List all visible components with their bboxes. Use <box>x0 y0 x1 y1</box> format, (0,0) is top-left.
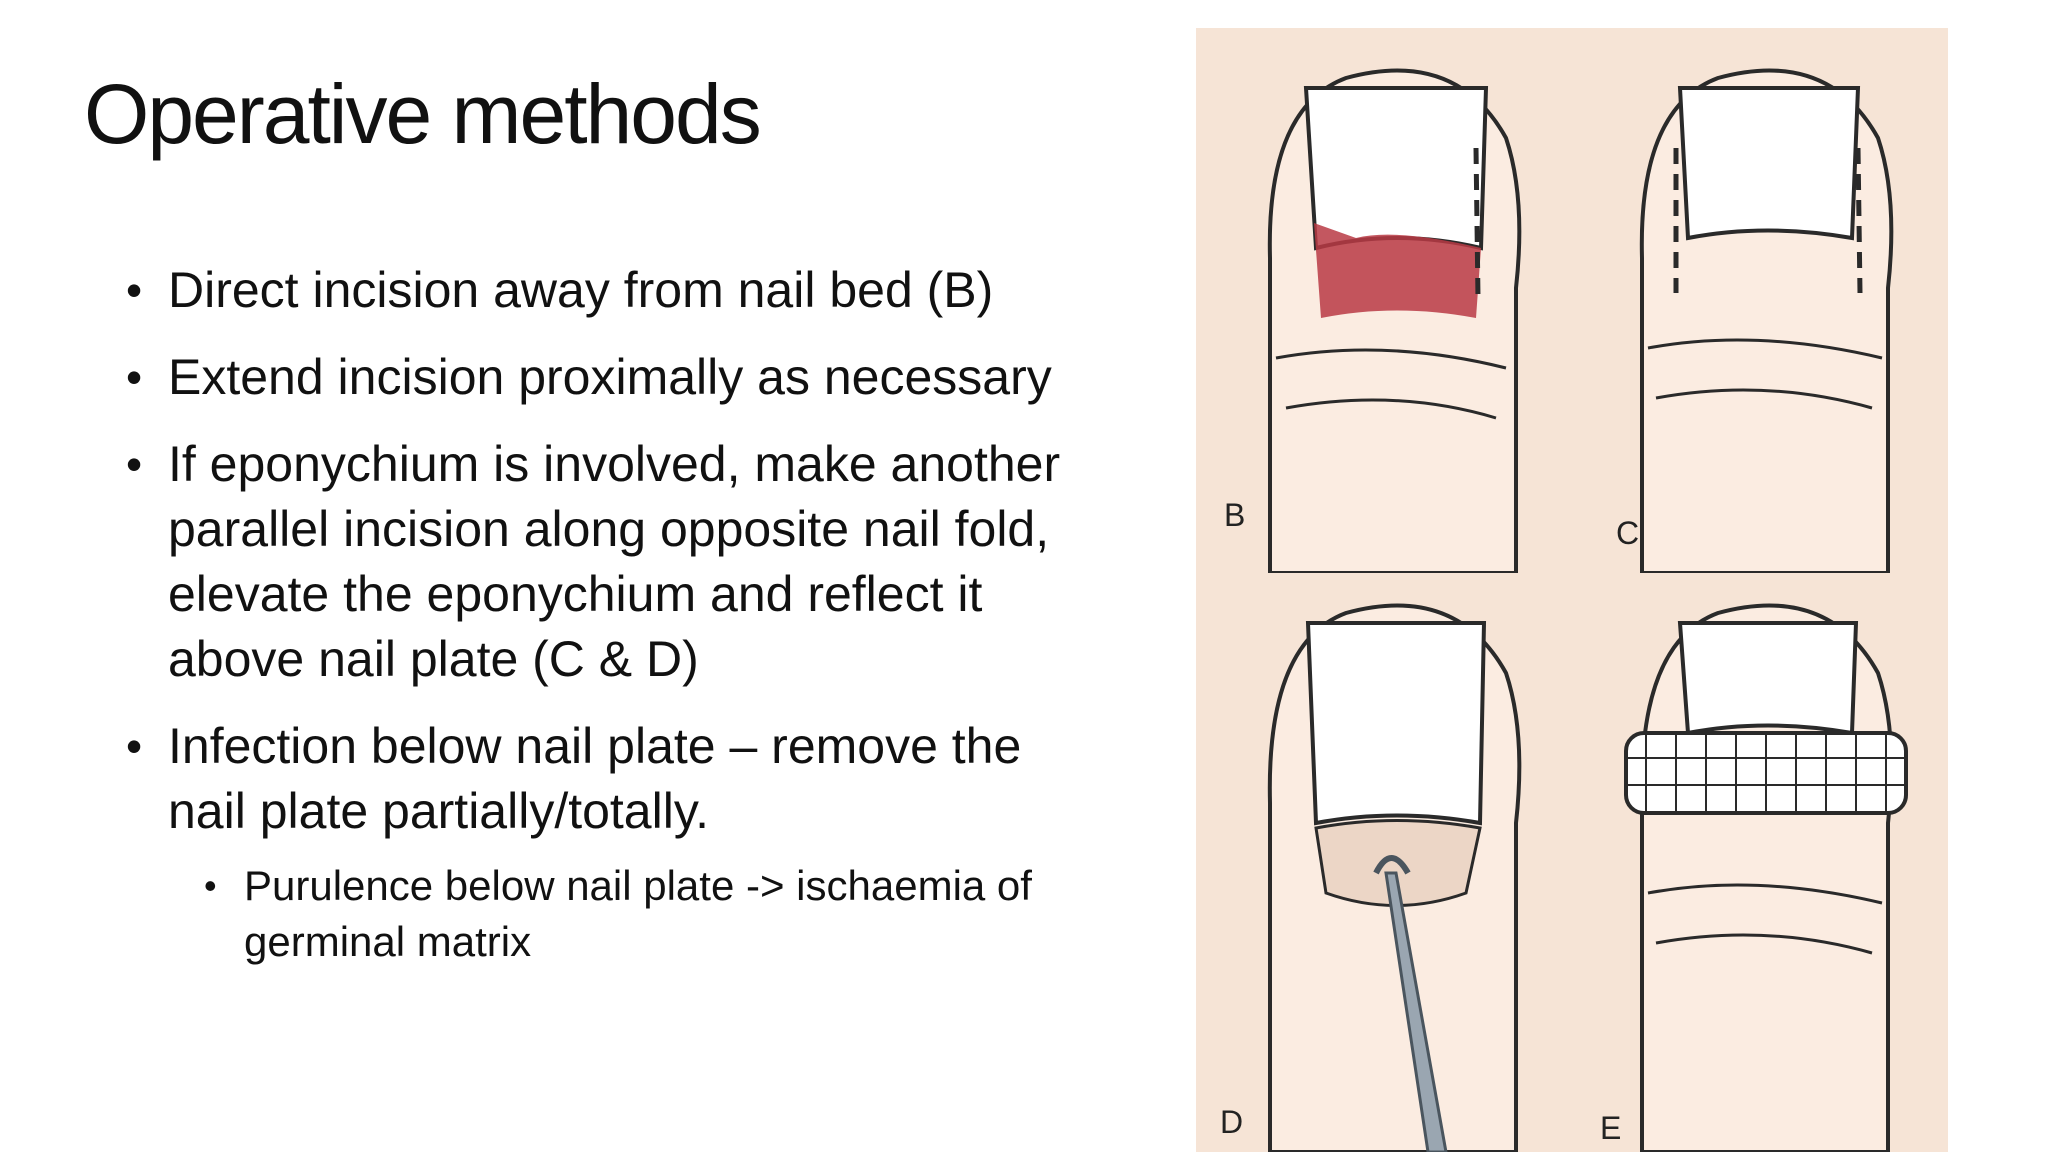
bullet-text: Direct incision away from nail bed (B) <box>168 262 994 318</box>
bullet-text: Extend incision proximally as necessary <box>168 349 1052 405</box>
panel-d: D <box>1196 573 1576 1152</box>
panel-c: C <box>1576 28 1948 573</box>
finger-eponychium-elevated-d-icon: D <box>1196 573 1576 1152</box>
sub-bullet-item: Purulence below nail plate -> ischaemia … <box>204 858 1106 970</box>
nail-plate <box>1677 621 1859 736</box>
panel-label: D <box>1220 1104 1243 1140</box>
gauze-weave <box>1626 733 1906 813</box>
panel-e: E <box>1576 573 1948 1152</box>
elevator-instrument <box>1384 871 1448 1152</box>
paronychia-illustration: B C D <box>1196 28 1948 1152</box>
bullet-text: If eponychium is involved, make another … <box>168 436 1061 687</box>
nail-plate <box>1303 86 1489 251</box>
slide-title: Operative methods <box>84 67 762 161</box>
bullet-item: Direct incision away from nail bed (B) <box>126 258 1106 323</box>
nail-plate <box>1677 86 1861 241</box>
bullet-text: Infection below nail plate – remove the … <box>168 718 1022 839</box>
skin-crease <box>1647 338 1883 410</box>
panel-label: C <box>1616 515 1639 551</box>
incision-area <box>1314 223 1481 318</box>
finger-incision-b-icon: B <box>1196 28 1576 573</box>
skin-crease <box>1275 348 1507 420</box>
nail-plate <box>1305 621 1487 826</box>
sub-bullet-list: Purulence below nail plate -> ischaemia … <box>168 858 1106 970</box>
instrument-fork <box>1373 855 1411 875</box>
panel-b: B <box>1196 28 1576 573</box>
skin-crease <box>1647 883 1883 955</box>
panel-label: B <box>1224 497 1245 533</box>
panel-label: E <box>1600 1110 1621 1146</box>
sub-bullet-text: Purulence below nail plate -> ischaemia … <box>244 862 1032 965</box>
finger-incision-c-icon: C <box>1576 28 1948 573</box>
bullet-item: If eponychium is involved, make another … <box>126 432 1106 692</box>
bullet-item: Infection below nail plate – remove the … <box>126 714 1106 970</box>
bullet-item: Extend incision proximally as necessary <box>126 345 1106 410</box>
finger-gauze-dressing-e-icon: E <box>1576 573 1948 1152</box>
bullet-list: Direct incision away from nail bed (B) E… <box>126 258 1106 992</box>
